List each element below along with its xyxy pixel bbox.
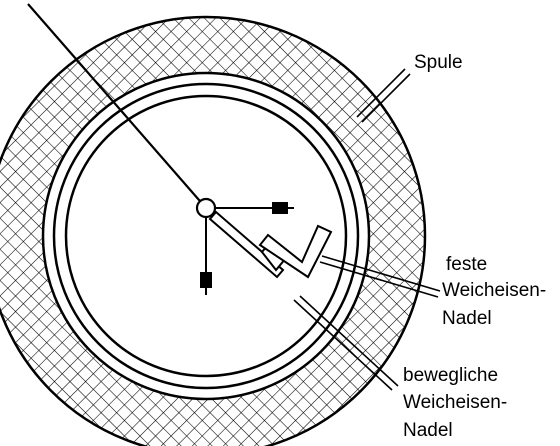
fixed-needle xyxy=(258,224,333,279)
leader-moving-needle-2 xyxy=(299,295,399,387)
label-moving-needle-2: Weicheisen- xyxy=(403,392,507,413)
pivot xyxy=(195,197,217,219)
moving-needle xyxy=(208,210,285,279)
label-spule: Spule xyxy=(414,52,463,73)
leader-moving-needle xyxy=(293,299,393,391)
pointer-line xyxy=(27,3,207,209)
coil-outer-edge xyxy=(0,15,427,446)
balance-weight-right xyxy=(272,202,288,214)
label-fixed-needle-1: feste xyxy=(446,254,487,275)
label-moving-needle-3: Nadel xyxy=(403,420,453,441)
leader-fixed-needle xyxy=(321,255,441,292)
mechanism xyxy=(195,197,333,295)
label-fixed-needle-2: Weicheisen- xyxy=(442,280,546,301)
leader-spule-2 xyxy=(356,68,406,118)
coil-inner-edge xyxy=(41,71,371,401)
balance-weight-bottom xyxy=(200,272,212,288)
label-fixed-needle-3: Nadel xyxy=(442,308,492,329)
leader-spule xyxy=(361,73,411,123)
leader-fixed-needle-2 xyxy=(319,261,439,298)
label-moving-needle-1: bewegliche xyxy=(403,365,498,386)
